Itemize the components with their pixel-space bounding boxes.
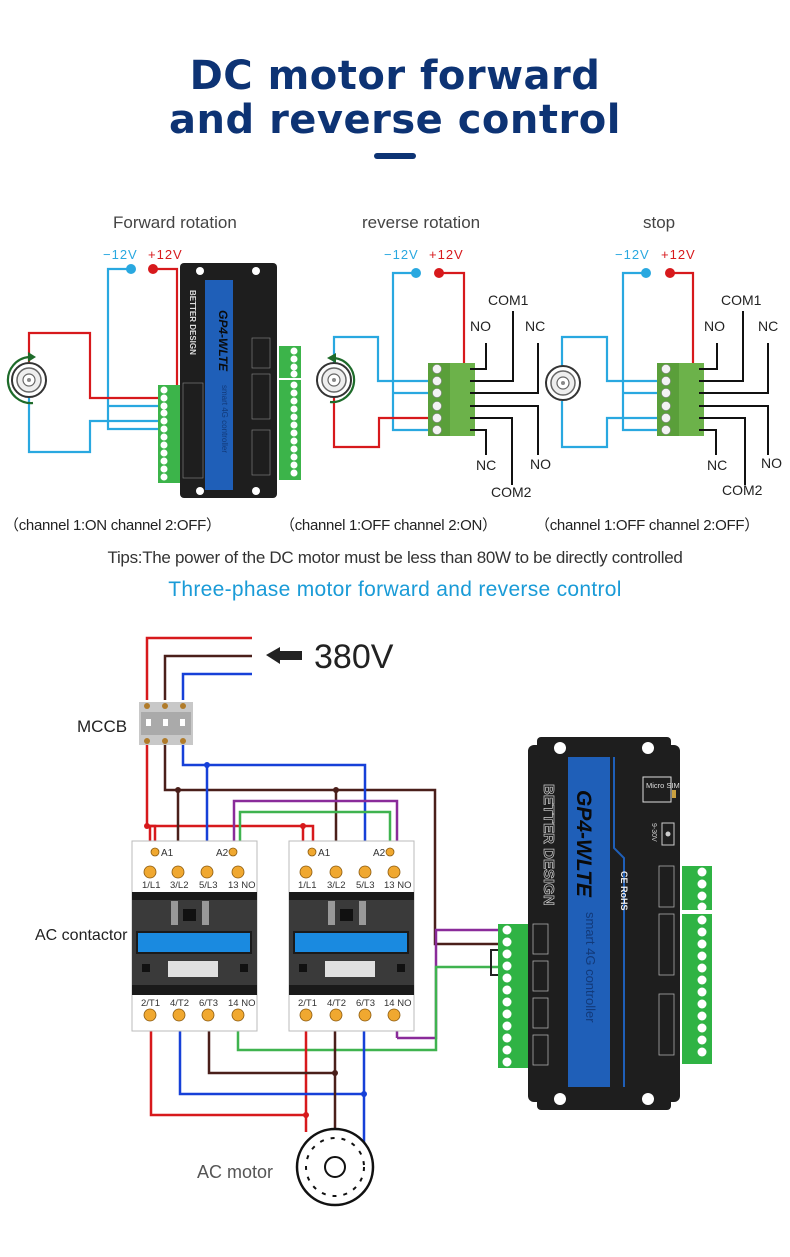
- com1-label: COM1: [721, 292, 762, 308]
- terminal-label: 2/T1: [141, 998, 160, 1009]
- channel-state-stop: （channel 1:OFF channel 2:OFF）: [535, 517, 759, 534]
- dc-motor-icon: [545, 365, 581, 401]
- terminal-label: 6/T3: [199, 998, 218, 1009]
- controller-brand: BETTER DESIGN: [188, 290, 197, 355]
- power-label: 9-30V: [650, 823, 657, 842]
- ac-contactor-1: A1 A2 1/L1 3/L2 5/L3 13 NO 2/T1 4/T2 6/T…: [131, 840, 258, 1032]
- ac-contactor-2: A1 A2 1/L1 3/L2 5/L3 13 NO 2/T1 4/T2 6/T…: [288, 840, 415, 1032]
- terminal-label: 4/T2: [170, 998, 189, 1009]
- nc-label: NC: [758, 318, 778, 334]
- terminal-label: 5/L3: [356, 880, 375, 891]
- arrow-left-icon: [266, 647, 302, 664]
- terminal-label: 14 NO: [384, 998, 411, 1009]
- coil-terminal-a1: A1: [318, 848, 331, 859]
- nc-label: NC: [476, 457, 496, 473]
- controller-small: GP4-WLTE smart 4G controller BETTER DESI…: [180, 263, 277, 498]
- com2-label: COM2: [491, 484, 532, 500]
- terminal-label: 3/L2: [327, 880, 346, 891]
- cert-label: CE RoHS: [619, 871, 629, 911]
- nc-label: NC: [707, 457, 727, 473]
- channel-state-forward: （channel 1:ON channel 2:OFF）: [4, 517, 221, 534]
- pos-12v-label: +12V: [429, 247, 464, 262]
- coil-terminal-a2: A2: [373, 848, 386, 859]
- dc-motor-icon: [11, 362, 47, 398]
- title-underline: [374, 153, 416, 159]
- three-phase-subtitle: Three-phase motor forward and reverse co…: [168, 578, 622, 601]
- terminal-label: 14 NO: [228, 998, 255, 1009]
- tips-text: Tips:The power of the DC motor must be l…: [107, 548, 683, 567]
- controller-model: GP4-WLTE: [216, 310, 230, 372]
- panel-stop: −12V +12V COM1 NO NC NC NO COM2: [545, 247, 782, 498]
- ac-motor-icon: [295, 1127, 375, 1207]
- mccb-breaker: [139, 702, 193, 745]
- terminal-label: 6/T3: [356, 998, 375, 1009]
- no-label: NO: [761, 455, 782, 471]
- terminal-label: 4/T2: [327, 998, 346, 1009]
- terminal-label: 2/T1: [298, 998, 317, 1009]
- dc-motor-icon: [316, 362, 352, 398]
- no-label: NO: [470, 318, 491, 334]
- caption-stop: stop: [643, 213, 676, 232]
- panel-forward: −12V +12V GP4-WLTE smart 4G contr: [6, 247, 301, 498]
- controller-subtitle: smart 4G controller: [583, 912, 598, 1023]
- no-label: NO: [530, 456, 551, 472]
- ac-motor-label: AC motor: [197, 1162, 273, 1182]
- controller-model: GP4-WLTE: [572, 790, 595, 898]
- neg-12v-label: −12V: [615, 247, 650, 262]
- nc-label: NC: [525, 318, 545, 334]
- terminal-label: 13 NO: [384, 880, 411, 891]
- panel-reverse: −12V +12V COM1 NO NC NC NO COM2: [316, 247, 551, 500]
- page-title-line1: DC motor forward: [189, 53, 601, 99]
- com2-label: COM2: [722, 482, 763, 498]
- neg-12v-label: −12V: [103, 247, 138, 262]
- no-label: NO: [704, 318, 725, 334]
- terminal-label: 3/L2: [170, 880, 189, 891]
- com1-label: COM1: [488, 292, 529, 308]
- pos-12v-label: +12V: [661, 247, 696, 262]
- neg-12v-label: −12V: [384, 247, 419, 262]
- terminal-label: 1/L1: [298, 880, 317, 891]
- ac-contactor-label: AC contactor: [35, 927, 128, 944]
- terminal-label: 13 NO: [228, 880, 255, 891]
- mccb-label: MCCB: [77, 717, 127, 736]
- coil-terminal-a2: A2: [216, 848, 229, 859]
- caption-forward-rotation: Forward rotation: [113, 213, 237, 232]
- sim-label: Micro SIM: [646, 781, 680, 790]
- channel-state-reverse: （channel 1:OFF channel 2:ON）: [280, 517, 497, 534]
- controller-subtitle: smart 4G controller: [220, 385, 229, 453]
- terminal-label: 1/L1: [142, 880, 161, 891]
- controller-large: GP4-WLTE smart 4G controller BETTER DESI…: [498, 737, 712, 1110]
- caption-reverse-rotation: reverse rotation: [362, 213, 481, 232]
- dc-motor-diagrams: −12V +12V GP4-WLTE smart 4G contr: [6, 247, 782, 500]
- supply-voltage-label: 380V: [314, 638, 394, 676]
- pos-12v-label: +12V: [148, 247, 183, 262]
- page-title-line2: and reverse control: [169, 97, 621, 143]
- coil-terminal-a1: A1: [161, 848, 174, 859]
- controller-brand: BETTER DESIGN: [540, 784, 557, 906]
- terminal-label: 5/L3: [199, 880, 218, 891]
